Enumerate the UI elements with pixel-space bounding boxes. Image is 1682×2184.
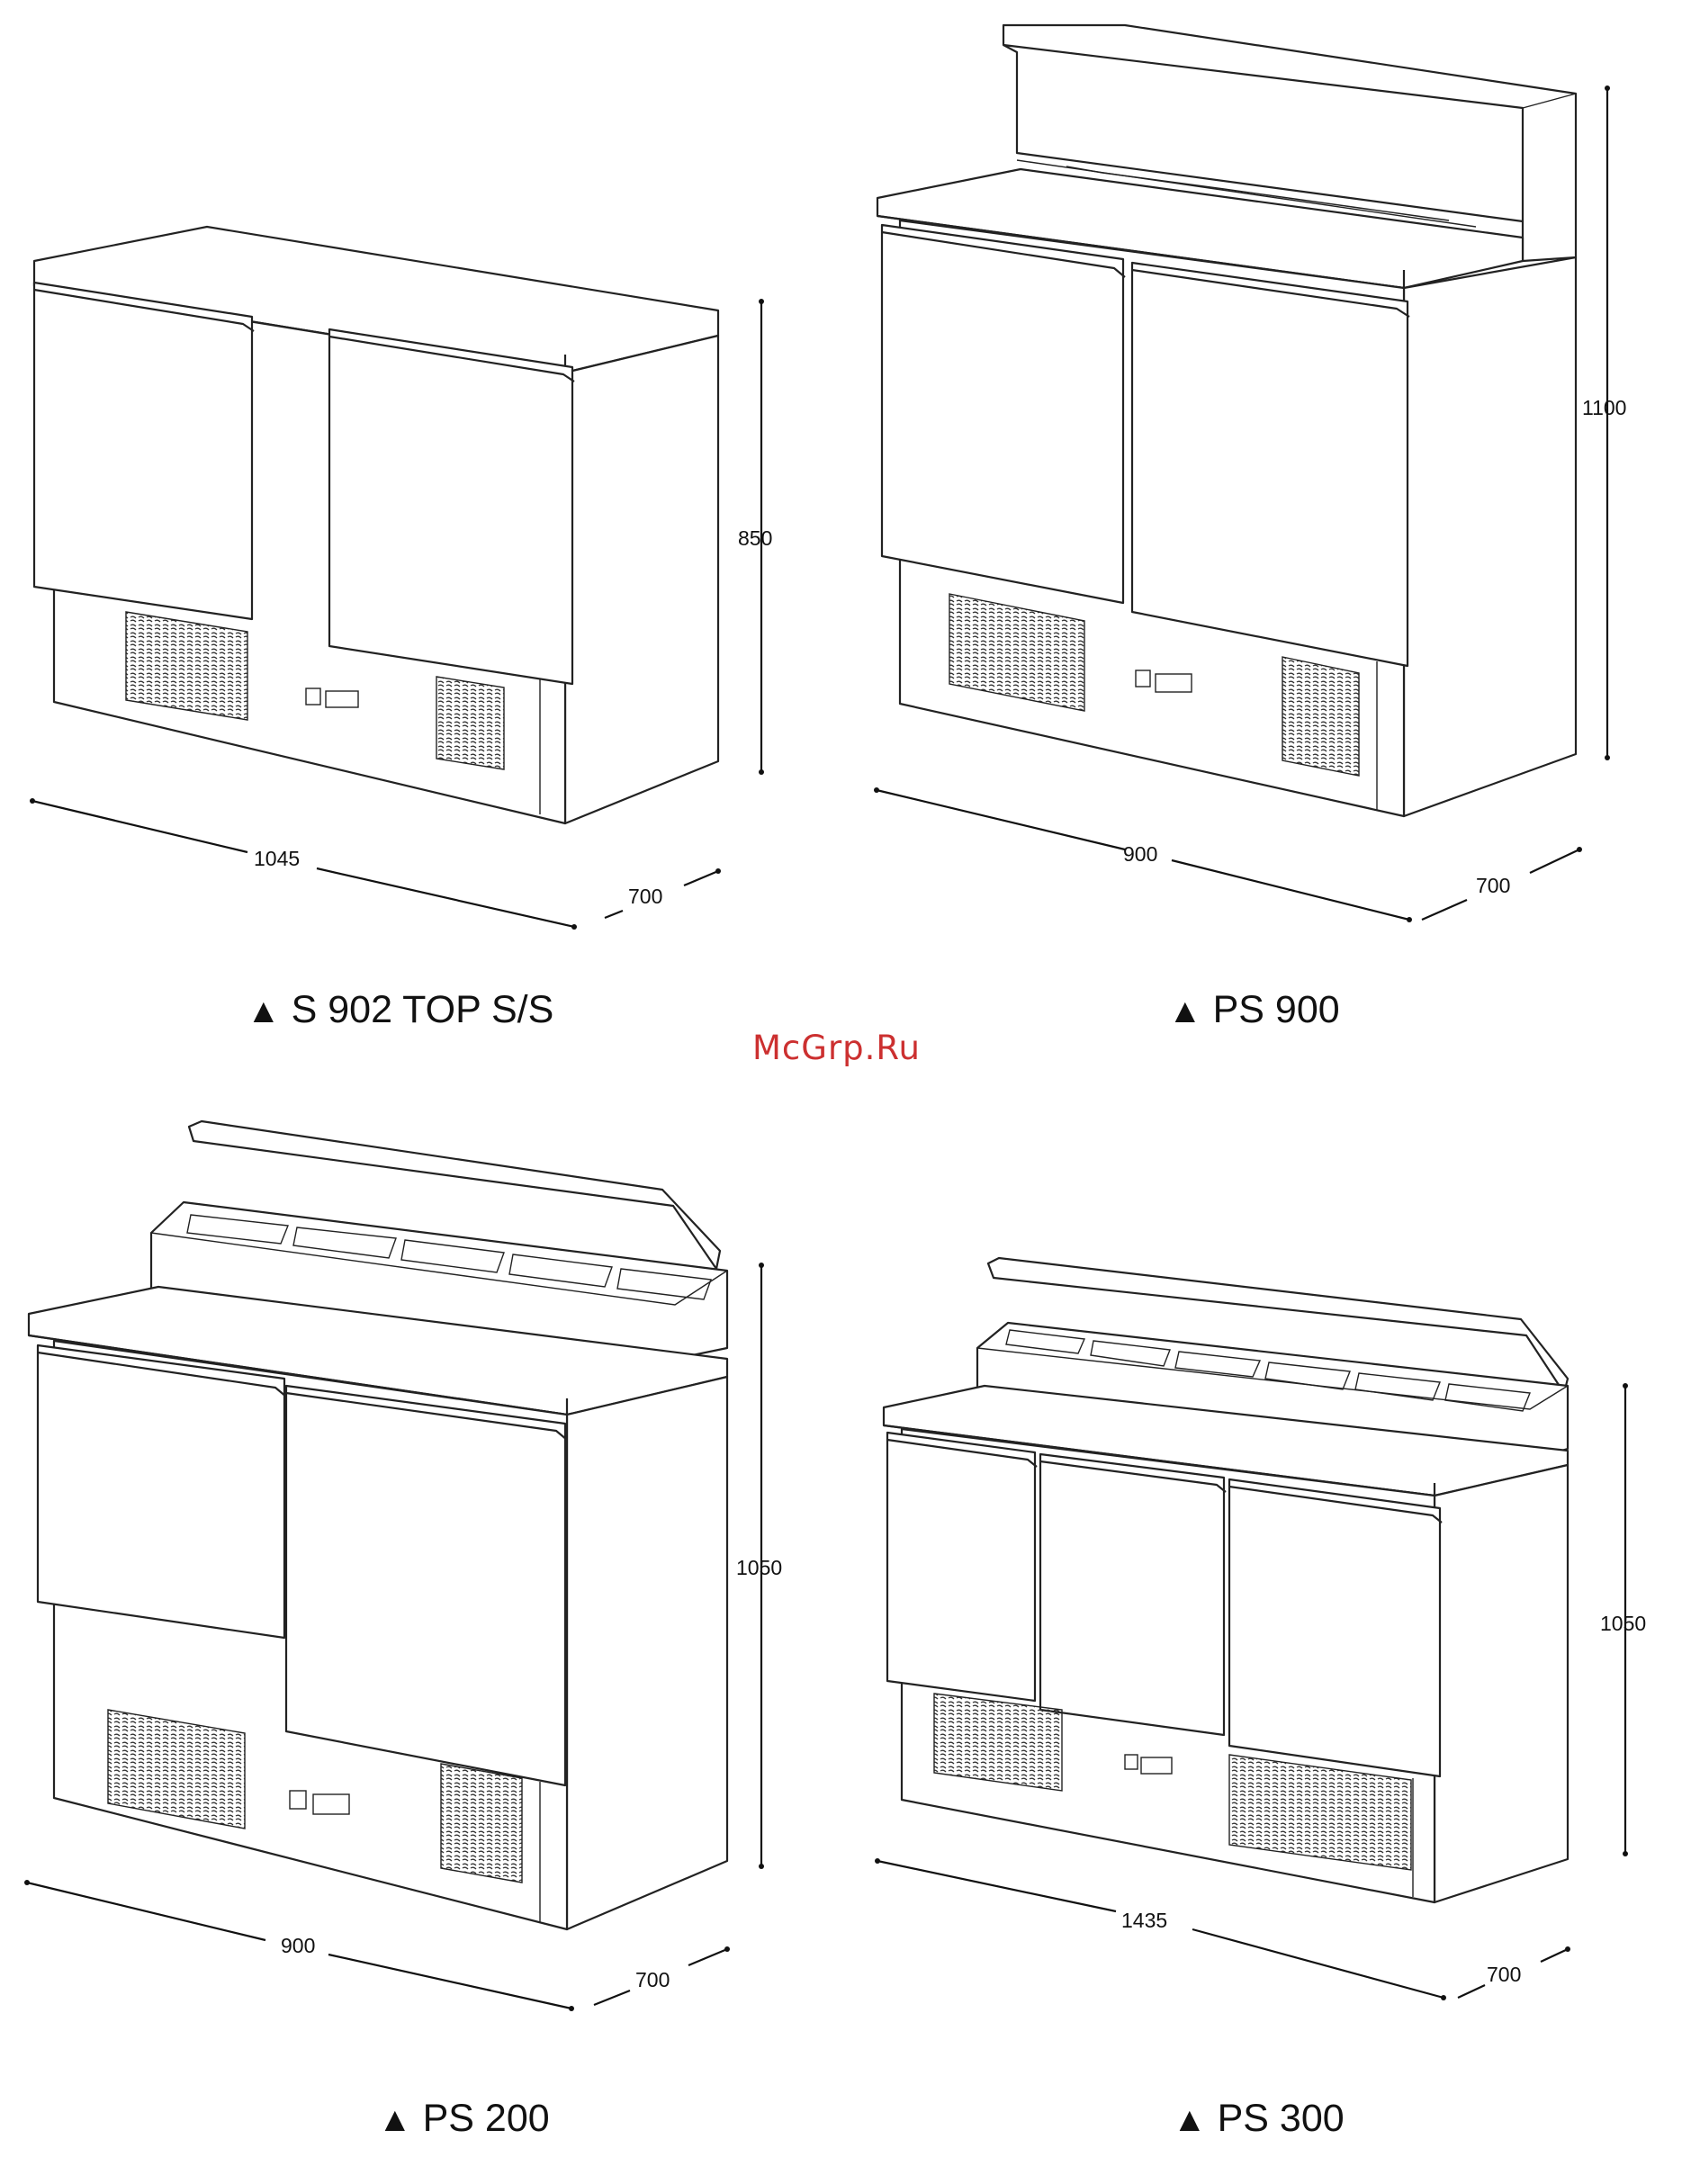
dimension-height: [1605, 85, 1610, 760]
unit-ps300-drawing: [875, 1258, 1628, 2000]
model-name: PS 300: [1218, 2097, 1345, 2140]
depth-label: 700: [635, 1968, 670, 1991]
unit-ps200-drawing: [24, 1121, 764, 2011]
dimension-depth: [605, 868, 721, 918]
triangle-up-icon: ▲: [247, 993, 281, 1030]
width-label: 900: [1123, 842, 1157, 866]
height-label: 850: [738, 526, 772, 550]
height-label: 1050: [1600, 1612, 1646, 1635]
model-caption: ▲ PS 300: [1173, 2097, 1345, 2141]
model-caption: ▲ PS 200: [378, 2097, 550, 2141]
vent-grille-right: [1282, 657, 1359, 776]
vent-grille-right: [436, 677, 504, 769]
depth-label: 700: [1487, 1963, 1521, 1986]
triangle-up-icon: ▲: [378, 2101, 412, 2139]
vent-grille-right: [441, 1764, 522, 1883]
height-label: 1100: [1582, 396, 1626, 419]
unit-s902-drawing: [30, 227, 764, 930]
triangle-up-icon: ▲: [1173, 2101, 1207, 2139]
model-caption: ▲ S 902 TOP S/S: [247, 988, 553, 1032]
model-name: PS 200: [423, 2097, 550, 2140]
unit-ps900-drawing: [874, 25, 1610, 922]
dimension-width: [30, 798, 577, 930]
depth-label: 700: [1476, 874, 1510, 897]
model-name: PS 900: [1213, 988, 1340, 1031]
width-label: 1435: [1121, 1909, 1167, 1932]
triangle-up-icon: ▲: [1168, 993, 1202, 1030]
watermark: McGrp.Ru: [752, 1029, 921, 1067]
width-label: 900: [281, 1934, 315, 1957]
model-caption: ▲ PS 900: [1168, 988, 1340, 1032]
depth-label: 700: [628, 885, 662, 908]
height-label: 1050: [736, 1556, 782, 1579]
width-label: 1045: [254, 847, 300, 870]
vent-grille-left: [126, 612, 247, 720]
model-name: S 902 TOP S/S: [292, 988, 554, 1031]
